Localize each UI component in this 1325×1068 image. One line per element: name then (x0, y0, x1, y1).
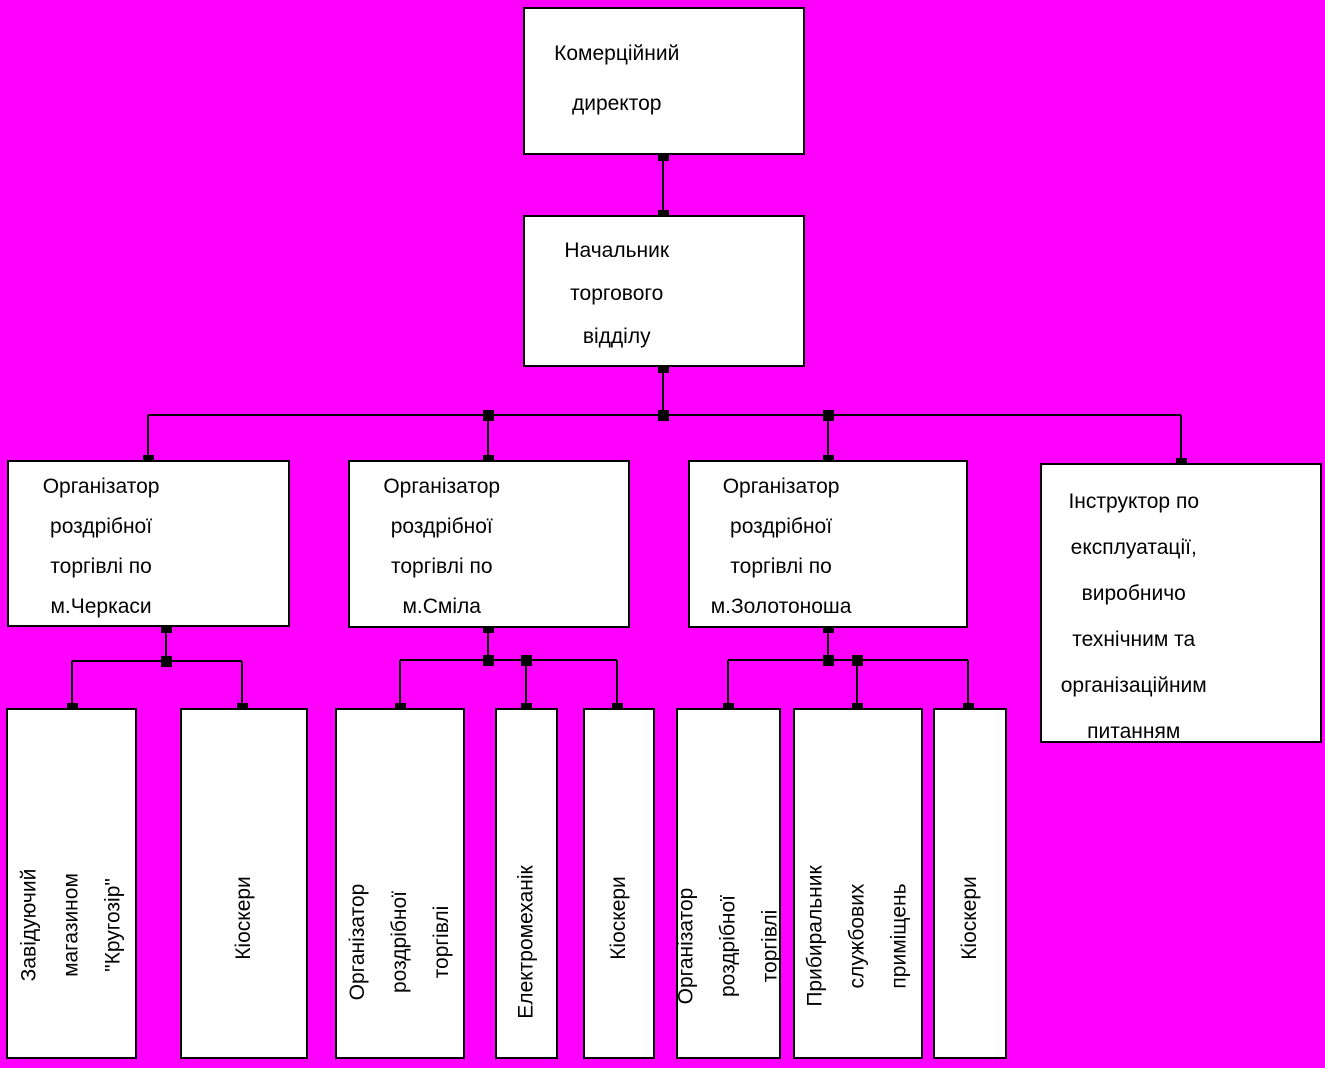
org-box-organizer-cherkasy: Організатор роздрібної торгівлі по м.Чер… (7, 460, 290, 627)
org-box-kioskers-zolotonosha: Кіоскери (933, 708, 1007, 1059)
org-box-organizer-smila: Організатор роздрібної торгівлі по м.Смі… (348, 460, 630, 628)
instructor-label: Інструктор по експлуатації, виробничо те… (1060, 490, 1207, 743)
org-box-electromechanic: Електромеханік (495, 708, 558, 1059)
cleaner-label: Прибиральник службових приміщень (804, 864, 911, 1007)
org-box-kioskers-cherkasy: Кіоскери (180, 708, 308, 1059)
retail-organizer-smila-label: Організатор роздрібної торгівлі (346, 884, 453, 1001)
org-box-trade-dept-head: Начальник торгового відділу (523, 215, 805, 367)
trade-dept-head-label: Начальник торгового відділу (564, 239, 670, 348)
org-box-shop-manager: Завідуючий магазином "Кругозір" (6, 708, 137, 1059)
org-box-retail-organizer-smila: Організатор роздрібної торгівлі (335, 708, 465, 1059)
kioskers-zolotonosha-label: Кіоскери (958, 876, 981, 960)
commercial-director-label: Комерційний директор (554, 42, 680, 115)
electromechanic-label: Електромеханік (514, 865, 538, 1020)
retail-organizer-zolotonosha-label: Організатор роздрібної торгівлі (674, 887, 782, 1005)
kioskers-cherkasy-label: Кіоскери (232, 876, 255, 960)
org-box-retail-organizer-zolotonosha: Організатор роздрібної торгівлі (675, 708, 782, 1059)
organizer-smila-label: Організатор роздрібної торгівлі по м.Смі… (383, 475, 501, 618)
org-box-kioskers-smila: Кіоскери (583, 708, 655, 1059)
organizer-cherkasy-label: Організатор роздрібної торгівлі по м.Чер… (42, 475, 160, 618)
shop-manager-label: Завідуючий магазином "Кругозір" (17, 868, 125, 982)
organizer-zolotonosha-label: Організатор роздрібної торгівлі по м.Зол… (710, 475, 852, 618)
org-box-instructor: Інструктор по експлуатації, виробничо те… (1040, 463, 1322, 743)
org-box-commercial-director: Комерційний директор (523, 7, 805, 155)
kioskers-smila-label: Кіоскери (607, 876, 630, 960)
org-box-cleaner: Прибиральник службових приміщень (793, 708, 923, 1059)
org-box-organizer-zolotonosha: Організатор роздрібної торгівлі по м.Зол… (688, 460, 968, 628)
